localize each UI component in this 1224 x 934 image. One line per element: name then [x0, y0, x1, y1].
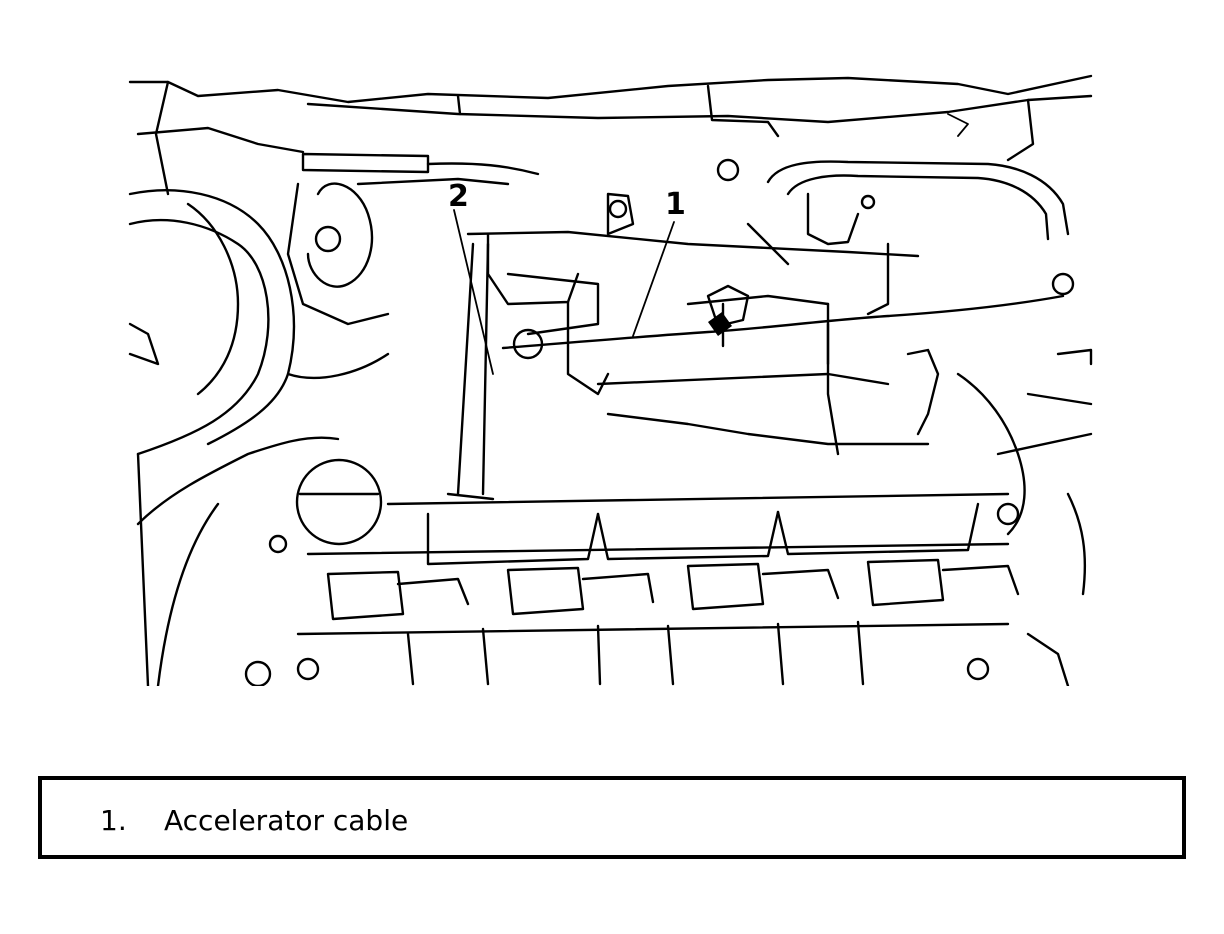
air-hose-upper-left [286, 152, 540, 326]
oil-filler-cap [268, 458, 383, 554]
legend-item-text: Accelerator cable [164, 804, 409, 837]
ignition-coil-row [306, 492, 1020, 621]
engine-bay-line-drawing: 2 1 [128, 74, 1093, 686]
leader-line-1 [632, 221, 675, 337]
legend-item-number: 1. [100, 804, 127, 837]
callout-1: 1 [665, 187, 686, 222]
legend-box: 1. Accelerator cable [38, 776, 1186, 859]
left-hose-bundle [128, 189, 390, 526]
upper-right-hose [716, 158, 1070, 316]
cylinder-head-lower [136, 452, 1070, 686]
accelerator-cable [501, 272, 1075, 456]
cowl-panel [128, 74, 1093, 196]
callout-2: 2 [448, 179, 469, 214]
leader-lines [453, 209, 675, 375]
engine-bay-svg: 2 1 [128, 74, 1093, 686]
legend-item: 1. Accelerator cable [100, 804, 408, 837]
vertical-rod [446, 242, 495, 501]
leader-line-2 [453, 209, 494, 375]
right-harness [906, 348, 1093, 596]
